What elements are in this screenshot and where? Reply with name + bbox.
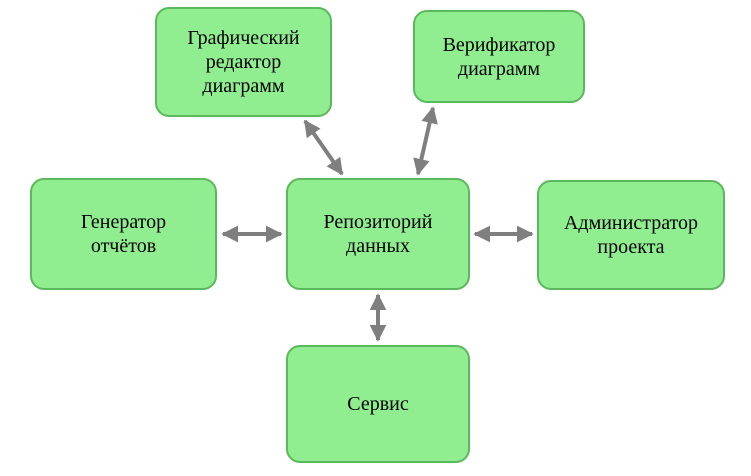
node-report-generator-label: Генератор отчётов — [80, 211, 167, 257]
node-project-admin-label: Администратор проекта — [563, 212, 699, 258]
bidirectional-arrow-repository-graphic-editor — [303, 119, 344, 176]
node-repository-label: Репозиторий данных — [323, 211, 433, 257]
node-graphic-editor-label: Графический редактор диаграмм — [187, 27, 300, 97]
node-service-label: Сервис — [347, 393, 409, 415]
node-project-admin: Администратор проекта — [537, 180, 725, 290]
node-service: Сервис — [286, 345, 470, 463]
node-repository: Репозиторий данных — [286, 178, 470, 290]
node-verifier: Верификатор диаграмм — [413, 10, 585, 103]
node-graphic-editor: Графический редактор диаграмм — [155, 7, 332, 117]
bidirectional-arrow-repository-verifier — [413, 106, 438, 176]
node-verifier-label: Верификатор диаграмм — [442, 33, 556, 80]
node-report-generator: Генератор отчётов — [30, 178, 217, 290]
